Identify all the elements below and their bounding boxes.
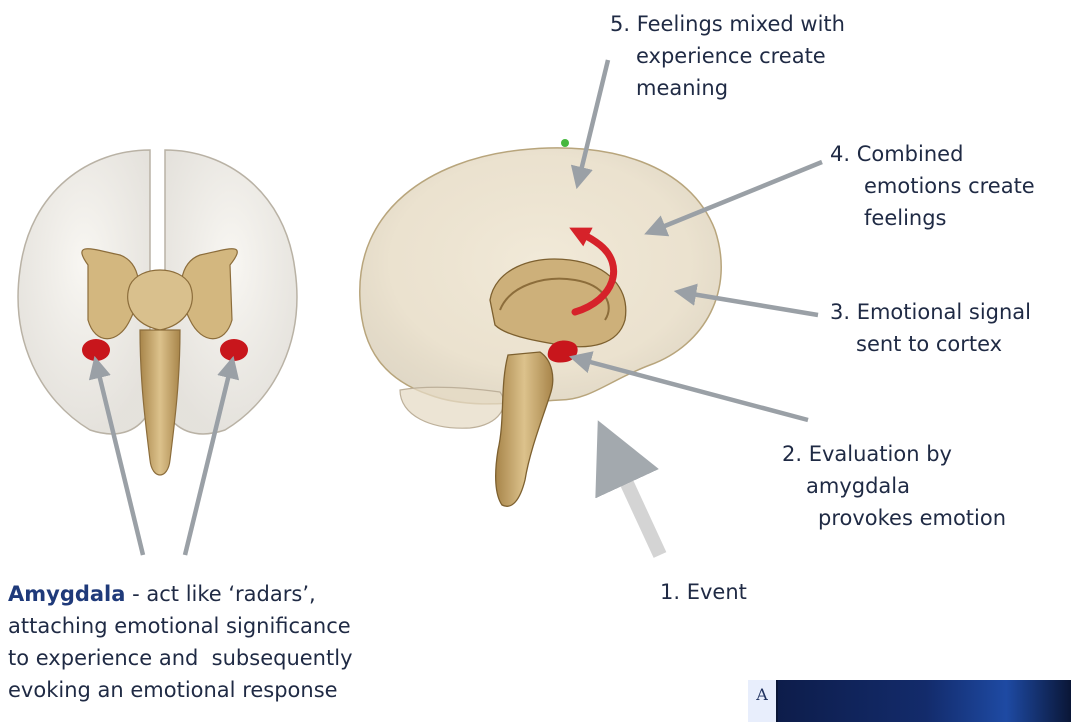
label-step5-line3: meaning: [610, 72, 845, 104]
amygdala-caption-line3: to experience and subsequently: [8, 642, 448, 674]
brain-side-view: [360, 139, 721, 506]
cerebellum: [400, 387, 504, 428]
brainstem-front: [140, 330, 180, 475]
amygdala-caption: Amygdala - act like ‘radars’, attaching …: [8, 578, 448, 706]
brainstem-side: [496, 352, 553, 506]
label-step2-line3: provokes emotion: [782, 502, 1006, 534]
label-step4-line3: feelings: [830, 202, 1035, 234]
label-step1-text: 1. Event: [660, 576, 747, 608]
label-step4: 4. Combined emotions create feelings: [830, 138, 1035, 234]
thumbnail-logo: A: [748, 680, 778, 722]
arrow-step2: [575, 358, 808, 420]
leaf-icon: [561, 139, 569, 147]
amygdala-caption-rest: - act like ‘radars’,: [125, 582, 315, 606]
label-step2-line2: amygdala: [782, 470, 1006, 502]
label-step4-line2: emotions create: [830, 170, 1035, 202]
label-step3-line2: sent to cortex: [830, 328, 1031, 360]
label-step1: 1. Event: [660, 576, 747, 608]
label-step3-line1: 3. Emotional signal: [830, 296, 1031, 328]
amygdala-term: Amygdala: [8, 582, 125, 606]
brain-front-view: [18, 150, 297, 475]
label-step5: 5. Feelings mixed with experience create…: [610, 8, 845, 104]
limbic-structures: [490, 259, 626, 347]
amygdala-caption-line4: evoking an emotional response: [8, 674, 448, 706]
label-step2-line1: 2. Evaluation by: [782, 438, 1006, 470]
arrow-event: [606, 438, 660, 555]
label-step2: 2. Evaluation by amygdala provokes emoti…: [782, 438, 1006, 534]
corner-thumbnail-image: A: [748, 680, 1071, 722]
amygdala-right: [220, 339, 248, 361]
label-step5-line1: 5. Feelings mixed with: [610, 8, 845, 40]
label-step4-line1: 4. Combined: [830, 138, 1035, 170]
label-step5-line2: experience create: [610, 40, 845, 72]
label-step3: 3. Emotional signal sent to cortex: [830, 296, 1031, 360]
amygdala-caption-line2: attaching emotional significance: [8, 610, 448, 642]
amygdala-left: [82, 339, 110, 361]
amygdala-caption-line1: Amygdala - act like ‘radars’,: [8, 578, 448, 610]
